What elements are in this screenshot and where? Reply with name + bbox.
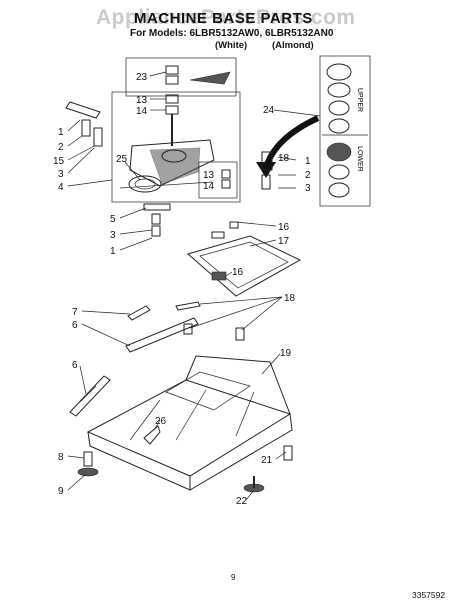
callout-24: 24: [263, 105, 275, 116]
callout-19: 19: [280, 348, 292, 359]
part-13-14-stack: [165, 94, 179, 115]
left-brackets: [65, 101, 103, 147]
callout-3: 3: [58, 169, 64, 180]
callout-1-right: 1: [305, 156, 311, 167]
callout-7: 7: [72, 307, 78, 318]
callout-14-lower: 14: [203, 181, 215, 192]
callout-22: 22: [236, 496, 248, 507]
part-26: [143, 425, 161, 445]
callout-26: 26: [155, 416, 167, 427]
callout-15: 15: [53, 156, 65, 167]
upper-arrow: [189, 71, 231, 85]
callout-9: 9: [58, 486, 64, 497]
callout-1-mid: 1: [110, 246, 116, 257]
watermark: AppliancePartsPros.com: [96, 6, 356, 29]
callout-16-upper: 16: [278, 222, 290, 233]
callout-21: 21: [261, 455, 273, 466]
upper-label: UPPER: [356, 88, 363, 112]
callout-14: 14: [136, 106, 148, 117]
part-17: [186, 221, 302, 297]
callout-16-lower: 16: [232, 267, 244, 278]
diagram-title: MACHINE BASE PARTS: [134, 10, 313, 27]
lower-rail-6: [69, 375, 111, 417]
document-number: 3357592: [412, 590, 446, 600]
lower-parts-box: [198, 161, 238, 199]
page-number: 9: [231, 573, 236, 582]
callout-13-lower: 13: [203, 170, 215, 181]
callout-18-upper: 18: [278, 153, 290, 164]
callout-23: 23: [136, 72, 148, 83]
seal-kit-24: [319, 55, 371, 207]
callout-6-lower: 6: [72, 360, 78, 371]
callout-5: 5: [110, 214, 116, 225]
lower-label: LOWER: [356, 146, 363, 172]
callout-4: 4: [58, 182, 64, 193]
callout-13: 13: [136, 95, 148, 106]
callout-8: 8: [58, 452, 64, 463]
callout-labels: 23 13 14 24 1 2 15 3 25 4 18 2 3 13 14 1…: [53, 72, 311, 507]
callout-2-right: 2: [305, 170, 311, 181]
callout-6-upper: 6: [72, 320, 78, 331]
transmission-box: [111, 91, 241, 203]
part-25: [128, 175, 162, 193]
variant-almond: (Almond): [272, 40, 314, 51]
part-23-stack: [165, 65, 179, 85]
models-subtitle: For Models: 6LBR5132AW0, 6LBR5132AN0: [130, 28, 334, 39]
callout-3-right: 3: [305, 183, 311, 194]
callout-3-mid: 3: [110, 230, 116, 241]
callout-2: 2: [58, 142, 64, 153]
upper-parts-box: [125, 57, 237, 97]
callout-1: 1: [58, 127, 64, 138]
variant-white: (White): [215, 40, 248, 51]
callout-17: 17: [278, 236, 290, 247]
leader-lines: [67, 71, 321, 501]
right-small-parts: [221, 151, 273, 190]
base-frame-19: [86, 355, 293, 491]
rails: [125, 301, 245, 353]
callout-18-lower: 18: [284, 293, 296, 304]
transmission-assembly: [119, 114, 215, 189]
feet: [77, 445, 293, 493]
mid-parts: [143, 203, 171, 237]
callout-25: 25: [116, 154, 128, 165]
